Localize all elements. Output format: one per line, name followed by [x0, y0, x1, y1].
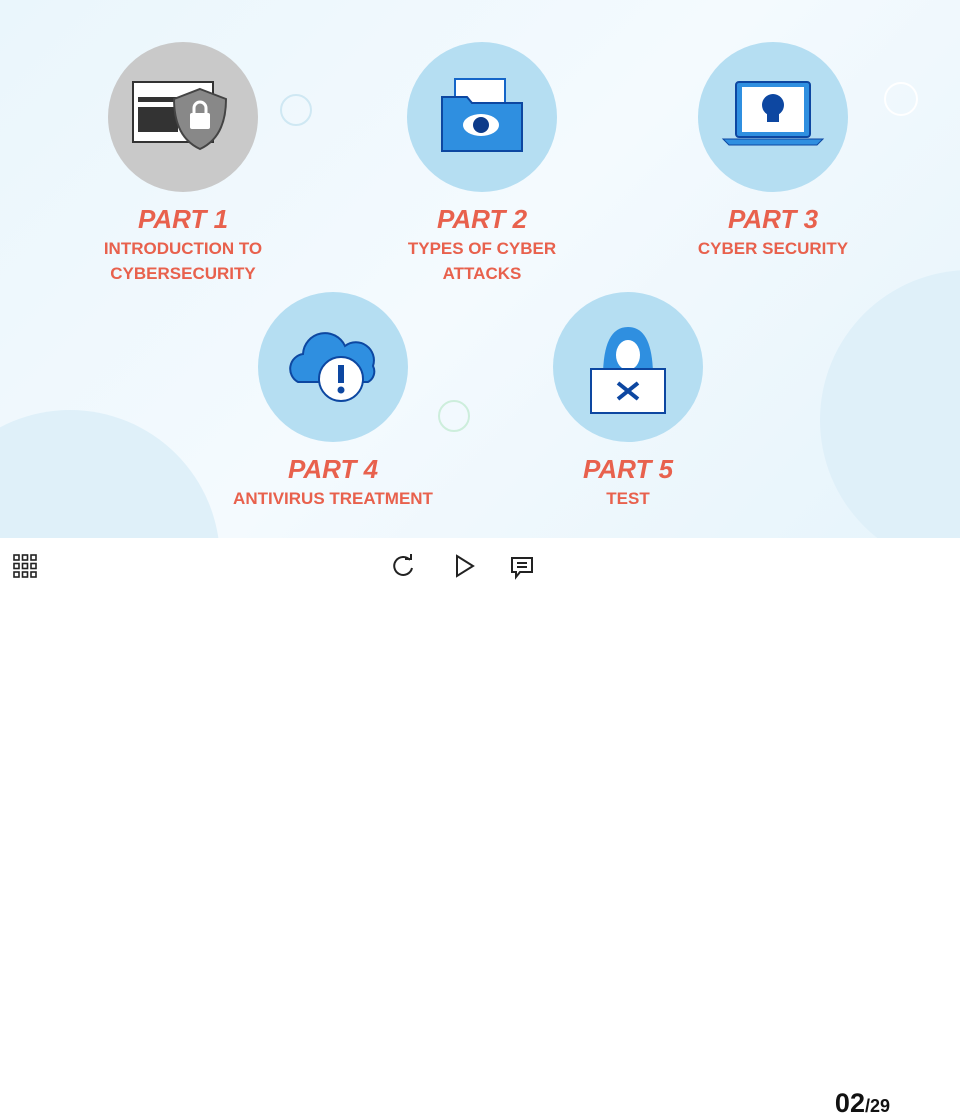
- play-icon[interactable]: [455, 554, 475, 583]
- part-5[interactable]: PART 5 TEST: [508, 292, 748, 511]
- laptop-skull-icon: [698, 42, 848, 192]
- part-3[interactable]: PART 3 CYBER SECURITY: [653, 42, 893, 261]
- page-counter: 02/29: [835, 1088, 890, 1119]
- player-controls: 02/29: [0, 538, 960, 1118]
- current-page: 02: [834, 1088, 865, 1118]
- part-title: PART 1: [137, 204, 229, 234]
- total-pages: /29: [864, 1096, 890, 1116]
- part-4[interactable]: PART 4 ANTIVIRUS TREATMENT: [213, 292, 453, 511]
- part-title: PART 5: [582, 454, 674, 484]
- replay-icon[interactable]: [393, 554, 415, 583]
- slide: PART 1 INTRODUCTION TO CYBERSECURITY PAR…: [0, 0, 960, 538]
- part-subtitle: CYBER SECURITY: [697, 239, 849, 258]
- part-subtitle: TEST: [606, 489, 650, 508]
- menu-grid-icon[interactable]: [13, 554, 37, 583]
- hacker-laptop-icon: [553, 292, 703, 442]
- part-title: PART 3: [727, 204, 819, 234]
- part-subtitle: INTRODUCTION TO CYBERSECURITY: [103, 239, 263, 283]
- part-title: PART 2: [436, 204, 528, 234]
- folder-eye-icon: [407, 42, 557, 192]
- part-subtitle: TYPES OF CYBER ATTACKS: [407, 239, 557, 283]
- comment-icon[interactable]: [510, 556, 534, 585]
- browser-shield-lock-icon: [108, 42, 258, 192]
- part-subtitle: ANTIVIRUS TREATMENT: [233, 489, 433, 508]
- part-2[interactable]: PART 2 TYPES OF CYBER ATTACKS: [362, 42, 602, 286]
- cloud-alert-icon: [258, 292, 408, 442]
- part-1[interactable]: PART 1 INTRODUCTION TO CYBERSECURITY: [63, 42, 303, 286]
- part-title: PART 4: [287, 454, 379, 484]
